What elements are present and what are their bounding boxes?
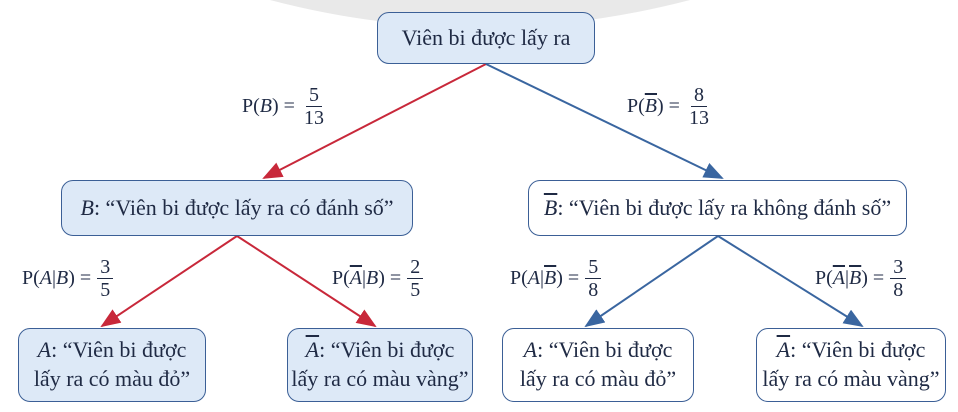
node-A-given-B: A: “Viên bi được lấy ra có màu đỏ”	[18, 328, 206, 402]
node-not-A-given-B: A: “Viên bi được lấy ra có màu vàng”	[287, 328, 473, 402]
event-A-line1: : “Viên bi được	[51, 337, 187, 363]
event-A-line2: lấy ra có màu đỏ”	[33, 366, 191, 391]
event-not-A-symbol-2: A	[776, 337, 791, 363]
event-A-symbol-2: A	[523, 337, 538, 363]
branch-root-to-B	[262, 63, 487, 179]
event-not-A-line2: lấy ra có màu vàng”	[291, 366, 469, 391]
branch-B-to-A	[100, 235, 238, 328]
node-A-given-not-B: A: “Viên bi được lấy ra có màu đỏ”	[502, 328, 694, 402]
node-not-B: B: “Viên bi được lấy ra không đánh số”	[528, 180, 907, 236]
event-B-symbol: B	[80, 194, 94, 220]
event-A-line2-2: lấy ra có màu đỏ”	[519, 366, 677, 391]
event-not-A-line2-2: lấy ra có màu vàng”	[762, 366, 940, 391]
event-A-symbol: A	[37, 337, 52, 363]
branch-B-to-notA	[236, 235, 377, 328]
event-B-text: : “Viên bi được lấy ra có đánh số”	[93, 194, 394, 220]
node-not-A-given-not-B: A: “Viên bi được lấy ra có màu vàng”	[756, 328, 946, 402]
event-not-A-line1-2: : “Viên bi được	[790, 337, 926, 363]
branch-root-to-notB	[485, 63, 724, 179]
node-B: B: “Viên bi được lấy ra có đánh số”	[61, 180, 413, 236]
branch-notB-to-notA	[717, 235, 864, 328]
root-node: Viên bi được lấy ra	[377, 12, 595, 64]
branch-notB-to-A	[584, 235, 719, 328]
root-label: Viên bi được lấy ra	[401, 24, 571, 50]
event-not-B-symbol: B	[543, 194, 558, 220]
event-not-B-text: : “Viên bi được lấy ra không đánh số”	[557, 194, 892, 220]
event-not-A-line1: : “Viên bi được	[319, 337, 455, 363]
event-not-A-symbol: A	[305, 337, 320, 363]
event-A-line1-2: : “Viên bi được	[537, 337, 673, 363]
